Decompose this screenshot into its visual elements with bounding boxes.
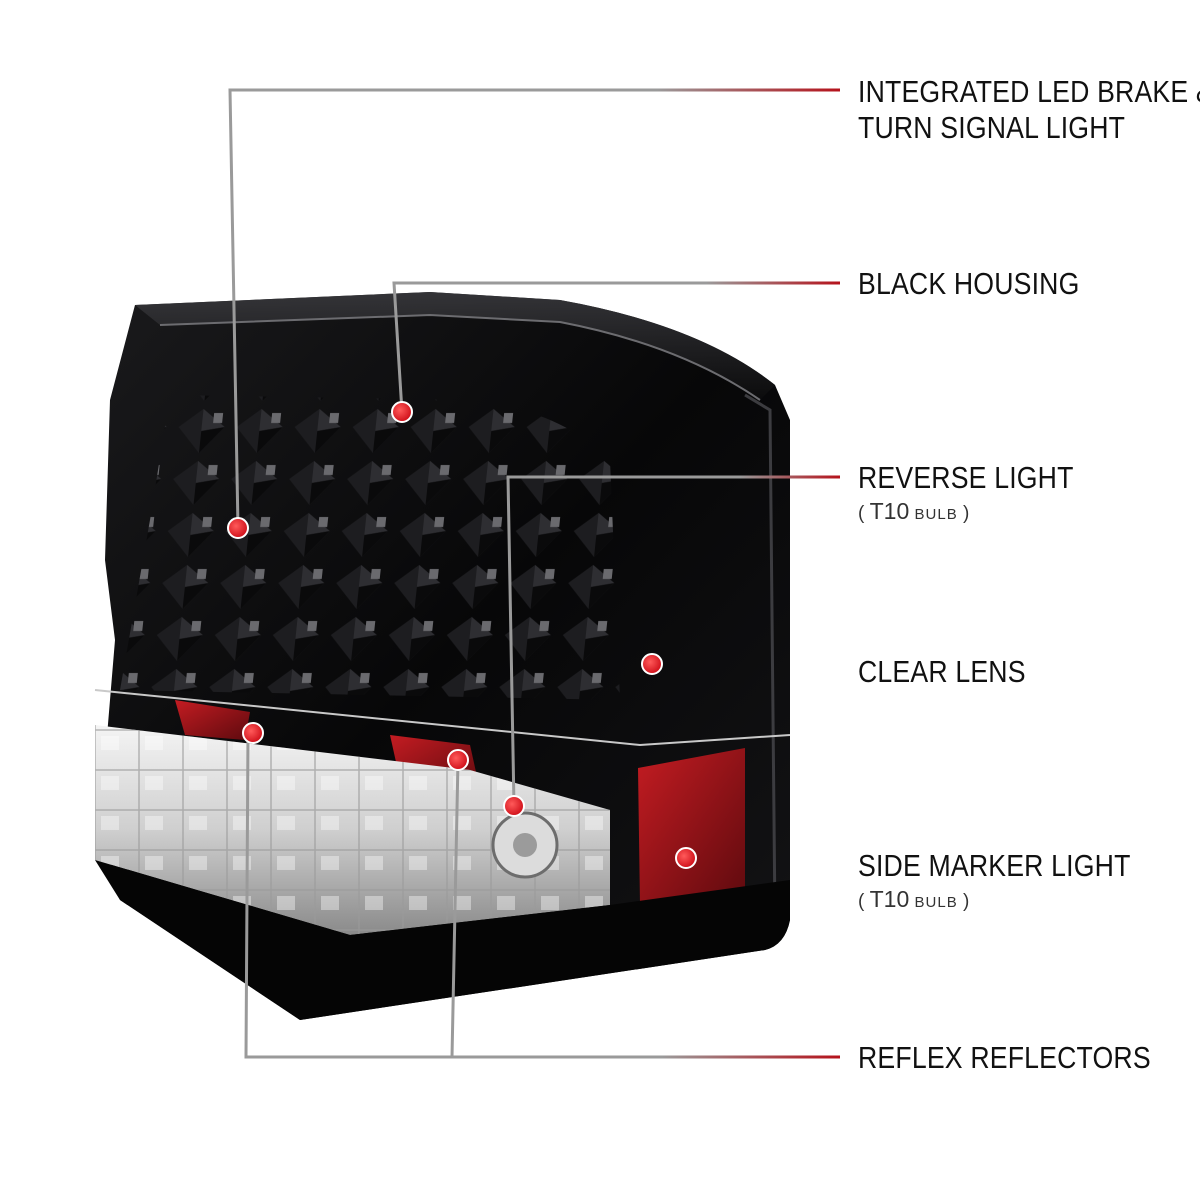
housing-base <box>95 860 790 1020</box>
dot-lens <box>641 653 663 675</box>
callout-dots <box>227 401 697 869</box>
leader-reflex <box>244 732 840 1059</box>
housing-right-edge <box>744 393 777 921</box>
callout-reflex: REFLEX REFLECTORS <box>858 1040 1151 1075</box>
dot-integrated <box>227 517 249 539</box>
callout-integrated-line2: TURN SIGNAL LIGHT <box>858 110 1126 145</box>
leader-reverse <box>506 475 840 807</box>
callout-reverse-bulb-spec: ( T10 BULB ) <box>858 500 969 526</box>
callout-housing: BLACK HOUSING <box>858 266 1080 301</box>
lens-divider-line <box>94 689 791 747</box>
paren-close: ) <box>963 891 970 912</box>
tail-light-product-image <box>94 292 791 1020</box>
dot-reverse <box>503 795 525 817</box>
bulb-type: T10 <box>869 886 910 912</box>
reflex-reflector-strip-left <box>175 700 250 740</box>
clear-lower-lens-cells <box>95 725 610 935</box>
paren-close: ) <box>963 503 970 524</box>
leader-integrated <box>228 88 840 529</box>
dot-marker <box>675 847 697 869</box>
callout-lens: CLEAR LENS <box>858 654 1026 689</box>
bulb-unit: BULB <box>914 506 958 523</box>
callout-marker: SIDE MARKER LIGHT <box>858 848 1131 883</box>
led-array <box>120 395 620 700</box>
dot-housing <box>391 401 413 423</box>
dot-reflex-left <box>242 722 264 744</box>
callout-marker-bulb-spec: ( T10 BULB ) <box>858 888 969 914</box>
side-marker-lens <box>638 748 745 905</box>
callout-reverse: REVERSE LIGHT <box>858 460 1074 495</box>
bulb-unit: BULB <box>914 894 958 911</box>
reverse-bulb-core <box>513 833 537 857</box>
leader-lines <box>228 88 840 1059</box>
housing-top-highlight <box>159 313 761 401</box>
bulb-type: T10 <box>869 498 910 524</box>
paren-open: ( <box>858 503 865 524</box>
callout-integrated-line1: INTEGRATED LED BRAKE & <box>858 74 1200 109</box>
paren-open: ( <box>858 891 865 912</box>
dot-reflex-right <box>447 749 469 771</box>
leader-housing <box>392 281 840 413</box>
